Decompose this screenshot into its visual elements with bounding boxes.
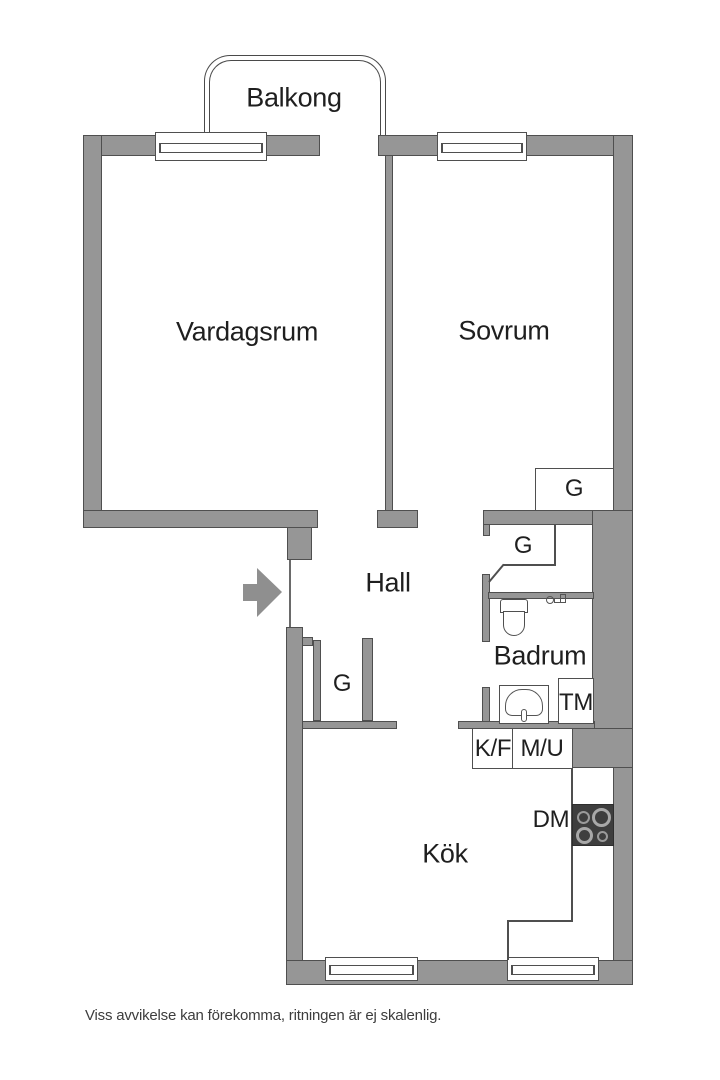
window-living-room [155,132,267,161]
washing-machine-box [558,678,594,724]
burner-icon [577,811,590,824]
balcony-railing-outer [204,55,386,136]
wall-shaft-right [592,510,633,732]
label-micro-oven: M/U [520,735,564,762]
entrance-arrow-icon [243,568,282,617]
closet-label-hall-right: G [513,532,533,559]
burner-icon [592,808,611,827]
faucet-icon [546,593,568,607]
counter-line-horizontal [507,920,573,922]
window-glass-line [511,965,595,975]
window-bedroom [437,132,527,161]
window-glass-line [159,142,263,153]
wall-bathroom-left-upper [482,574,490,642]
room-label-hall: Hall [365,567,411,598]
toilet-bowl [503,611,525,636]
burner-icon [597,831,608,842]
room-label-bathroom: Badrum [493,640,587,671]
label-fridge-freezer: K/F [474,735,512,762]
closet-label-bedroom: G [564,475,584,502]
bedroom-closet-box [535,468,614,511]
counter-line-left [507,920,509,960]
wall-stub-below-bedroom [483,524,490,536]
micro-oven-box [512,728,573,769]
window-glass-line [329,965,414,975]
wall-kitchen-left-step [302,637,313,646]
hall-closet-right-side-line [554,525,556,566]
label-washing-machine: TM [558,689,594,716]
room-label-living-room: Vardagsrum [175,316,319,347]
wall-living-room-bottom [83,510,318,528]
wall-entrance-jamb-top [287,527,312,560]
room-label-balcony: Balkong [246,82,342,113]
wall-shaft-lower [572,728,633,768]
sink-tap [521,709,527,722]
wall-hall-closet-bottom [302,721,397,729]
disclaimer-text: Viss avvikelse kan förekomma, ritningen … [85,1007,442,1024]
wall-hall-closet-right [362,638,373,721]
entrance-door [289,560,291,627]
stove-icon [572,804,614,846]
burner-icon [576,827,593,844]
wall-partition-foot [377,510,418,528]
wall-bathroom-left-lower [482,687,490,723]
closet-label-hall-kitchen: G [332,670,352,697]
balcony-railing-inner [209,60,381,136]
wall-left [83,135,102,528]
room-label-bedroom: Sovrum [458,315,550,346]
window-kitchen-left [325,957,418,981]
wall-bathroom-top [488,592,594,599]
label-dishwasher: DM [532,806,570,833]
window-kitchen-right [507,957,599,981]
wall-partition-living-bedroom [385,155,393,511]
hall-closet-right-front-line [503,564,556,566]
window-glass-line [441,142,523,153]
wall-kitchen-left [286,627,303,985]
wall-hall-closet-left [313,640,321,721]
closet-door-swing [488,563,505,583]
room-label-kitchen: Kök [422,838,468,869]
